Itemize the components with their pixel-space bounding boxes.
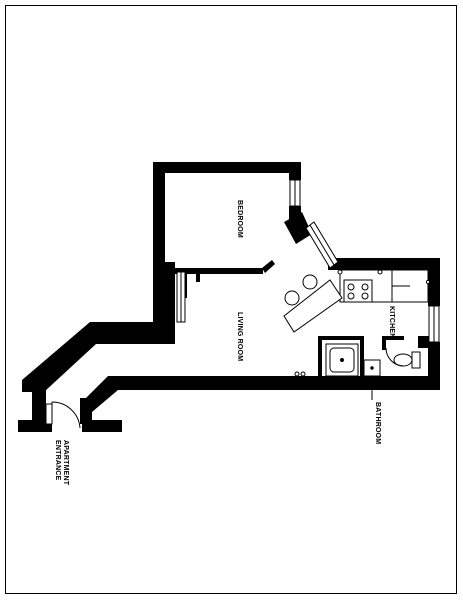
kitchen-label: KITCHEN [388, 306, 395, 339]
entrance-door [51, 401, 81, 429]
toilet-tank [411, 351, 421, 369]
stove [343, 279, 373, 303]
kitchen-fixtures [283, 269, 431, 333]
windows [45, 179, 440, 425]
page-border [5, 5, 457, 594]
peninsula-counter [283, 279, 343, 333]
bathroom-label: BATHROOM [374, 402, 381, 444]
bathroom-fixtures [294, 343, 421, 377]
bedroom-label: BEDROOM [236, 200, 243, 238]
entrance-label-line1: APARTMENT [62, 440, 69, 486]
outer-walls [18, 162, 440, 432]
entrance-sidelight [45, 403, 53, 425]
living-room-label: LIVING ROOM [236, 312, 243, 361]
stool [284, 290, 300, 306]
entrance-label-line2: ENTRANCE [54, 440, 61, 481]
stool [302, 274, 318, 290]
